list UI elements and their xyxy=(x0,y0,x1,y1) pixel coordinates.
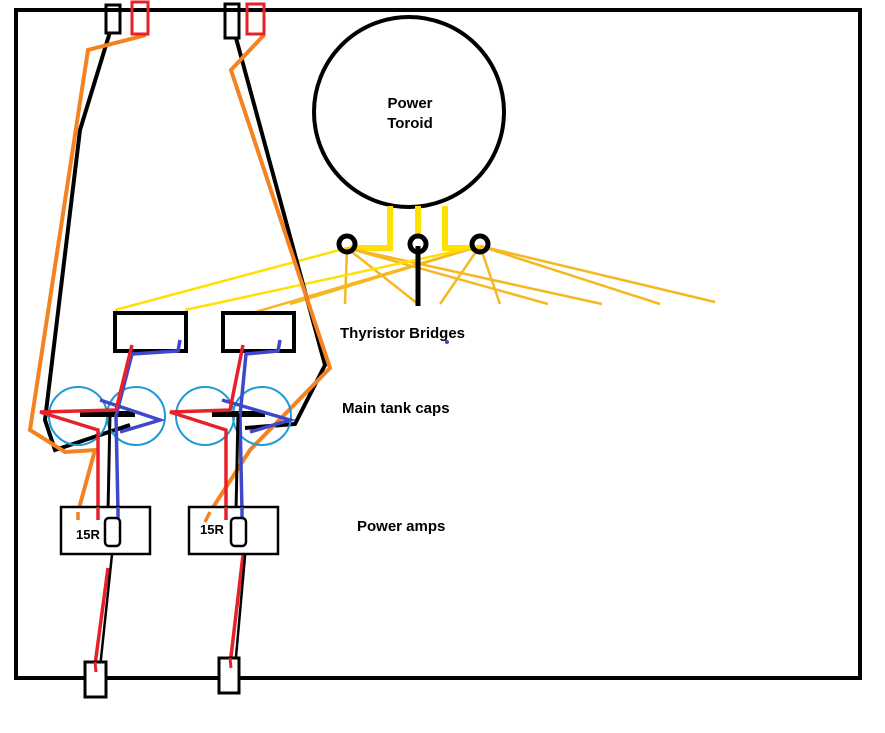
amps-label: Power amps xyxy=(357,518,445,535)
output-socket-right xyxy=(217,656,241,695)
resistor-label-left: 15R xyxy=(76,527,100,542)
power-toroid xyxy=(312,15,506,209)
toroid-terminals xyxy=(336,233,491,255)
resistor-left xyxy=(103,516,122,548)
yellow-bridge-feeds xyxy=(114,244,481,312)
thyristor-bridge-right xyxy=(221,311,296,353)
resistor-label-right: 15R xyxy=(200,522,224,537)
toroid-label-line1: Power xyxy=(387,95,432,112)
amp-board-wires xyxy=(76,507,244,523)
resistor-right xyxy=(229,516,248,548)
right-long-wires xyxy=(208,33,333,514)
output-red-left xyxy=(93,661,98,673)
thyristor-label: Thyristor Bridges xyxy=(340,325,465,342)
caps-label: Main tank caps xyxy=(342,400,450,417)
toroid-label-line2: Toroid xyxy=(387,115,433,132)
stray-dot xyxy=(445,340,449,344)
left-long-wires xyxy=(27,31,147,513)
thyristor-bridge-left xyxy=(113,311,188,353)
right-channel-wiring xyxy=(169,339,297,669)
top-sockets xyxy=(104,0,266,40)
output-red-right xyxy=(228,657,233,669)
amber-fan-wires xyxy=(234,244,716,320)
toroid-leads xyxy=(350,206,478,251)
chassis-outline xyxy=(14,8,862,680)
left-channel-wiring xyxy=(39,339,182,669)
